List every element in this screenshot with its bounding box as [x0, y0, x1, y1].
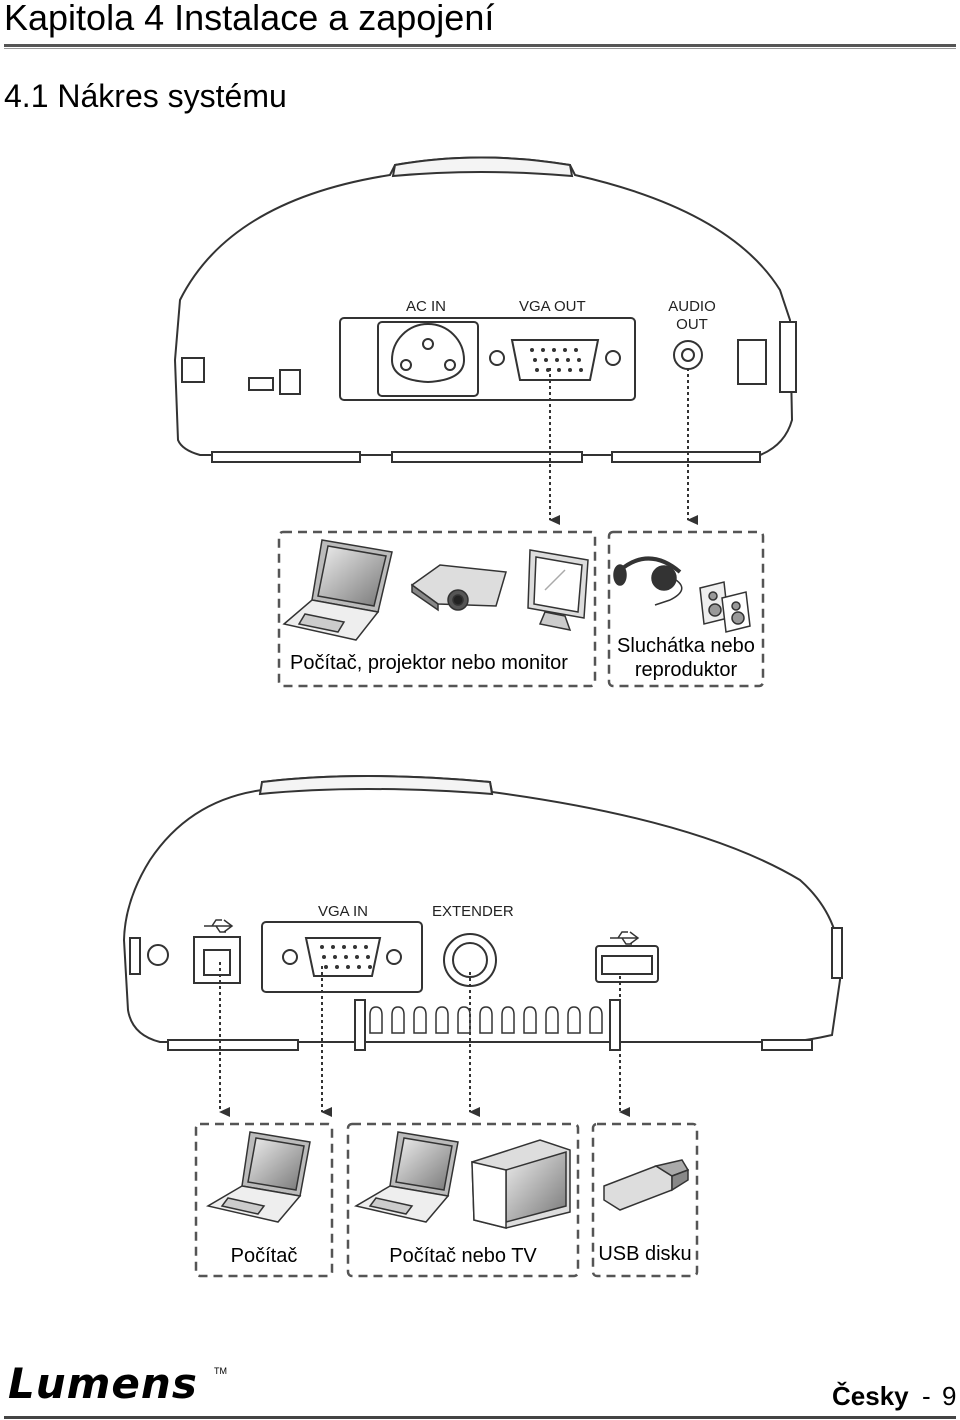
lumens-logo: Lumens: [8, 1359, 198, 1408]
top-target-boxes: [277, 530, 765, 688]
vga-screw: [489, 350, 505, 366]
vga-out-pins: [530, 348, 583, 372]
vent-edge: [354, 999, 366, 1051]
port-label-audio-out-1: AUDIO: [668, 298, 716, 315]
latch-icon: [181, 357, 205, 383]
bottom-device-lid: [258, 775, 494, 796]
bottom-connection-lines: [219, 962, 630, 1117]
top-foot: [211, 451, 361, 463]
ac-pin: [400, 359, 412, 371]
ac-pin: [444, 359, 456, 371]
vent-slots: [369, 1006, 603, 1034]
vga-screw: [386, 949, 402, 965]
computer-tv-label: Počítač nebo TV: [389, 1245, 537, 1267]
computer-label: Počítač: [230, 1245, 298, 1267]
vga-screw: [605, 350, 621, 366]
section-title: 4.1 Nákres systému: [4, 78, 287, 114]
right-edge-button: [831, 927, 843, 979]
right-side-slot: [737, 339, 767, 385]
headphones-icon: [613, 556, 683, 606]
computer-box: [194, 1122, 334, 1278]
usb-symbol-icon: [204, 919, 234, 933]
usb-b-socket: [203, 949, 231, 976]
laptop-icon: [353, 1131, 459, 1223]
header-rule: [4, 44, 956, 47]
top-foot: [391, 451, 583, 463]
kensington-lock-icon: [279, 369, 301, 395]
usb-symbol-icon: [610, 931, 640, 945]
top-device-lid: [391, 156, 574, 178]
port-label-vga-out: VGA OUT: [519, 298, 586, 315]
bottom-foot: [761, 1039, 813, 1051]
side-button: [129, 937, 141, 975]
audio-group-box: [607, 530, 765, 688]
usb-disk-box: [591, 1122, 699, 1278]
bottom-device: [122, 775, 843, 1051]
bottom-port-labels: VGA IN EXTENDER: [318, 903, 514, 920]
footer-language: Česky: [832, 1381, 909, 1411]
usb-a-socket: [601, 955, 653, 975]
trademark-mark: TM: [214, 1366, 227, 1376]
extender-socket: [452, 942, 488, 978]
right-side-connector: [779, 321, 797, 393]
page-number: 9: [942, 1381, 957, 1411]
footer-separator: -: [922, 1381, 931, 1411]
chapter-title: Kapitola 4 Instalace a zapojení: [4, 0, 495, 38]
switch-icon: [248, 377, 274, 391]
port-label-extender: EXTENDER: [432, 903, 514, 920]
audio-out-jack: [681, 348, 695, 362]
laptop-icon: [282, 539, 393, 641]
bottom-target-boxes: [194, 1122, 699, 1278]
port-label-vga-in: VGA IN: [318, 903, 368, 920]
port-label-ac-in: AC IN: [406, 298, 446, 315]
display-group-box: [277, 530, 597, 688]
laptop-icon: [205, 1131, 311, 1223]
ac-pin: [422, 338, 434, 350]
vga-in-pins: [320, 945, 372, 969]
monitor-icon: [527, 549, 589, 631]
footer-rule: [4, 1416, 956, 1419]
audio-group-label-line2: reproduktor: [634, 659, 738, 681]
vga-screw: [282, 949, 298, 965]
computer-tv-box: [346, 1122, 580, 1278]
tv-icon: [471, 1139, 571, 1229]
side-jack: [147, 944, 169, 966]
usb-disk-label: USB disku: [598, 1243, 692, 1265]
vent-edge: [609, 999, 621, 1051]
projector-icon: [410, 564, 507, 612]
header-rule-thin: [4, 48, 956, 49]
port-label-audio-out-2: OUT: [676, 316, 708, 333]
top-foot: [611, 451, 761, 463]
top-port-labels: AC IN VGA OUT AUDIO OUT: [406, 298, 716, 333]
usb-stick-icon: [603, 1159, 690, 1211]
top-connection-lines: [549, 368, 698, 525]
audio-group-label-line1: Sluchátka nebo: [617, 635, 755, 657]
bottom-foot: [167, 1039, 299, 1051]
top-device: [173, 156, 797, 463]
speakers-icon: [699, 581, 751, 633]
display-group-label: Počítač, projektor nebo monitor: [290, 652, 568, 674]
